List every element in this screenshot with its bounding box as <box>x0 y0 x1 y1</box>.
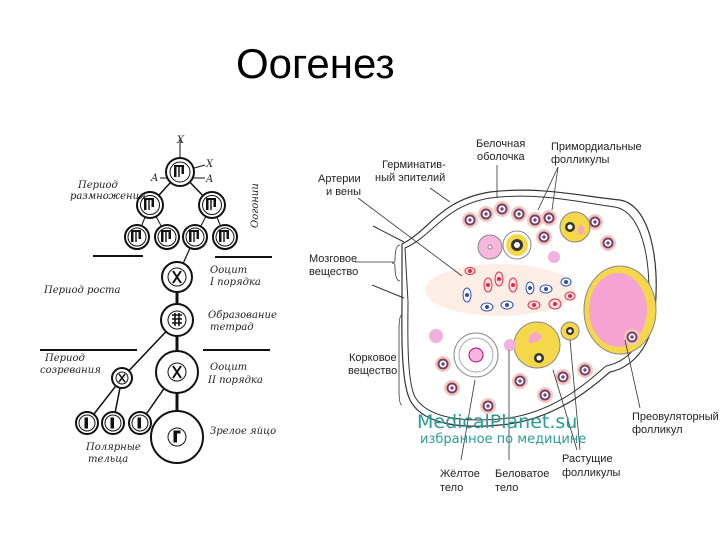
label-period-growth: Период роста <box>43 285 121 296</box>
label-preovulatory-1: Преовуляторный <box>632 411 719 423</box>
label-period-reproduction-2: размножения <box>70 191 146 202</box>
oocyte-cells <box>75 261 204 464</box>
mark-a-right: A <box>205 174 213 185</box>
label-arteries-2: и вены <box>326 186 361 198</box>
slide-title: Оогенез <box>236 40 395 87</box>
leader-lines <box>355 165 641 461</box>
ovary <box>355 165 657 461</box>
label-polar-2: тельца <box>88 454 128 465</box>
left-labels: X X A A Период размножения Оогонии Перио… <box>40 135 277 465</box>
label-oocyte1-2: I порядка <box>209 277 261 288</box>
watermark-tagline: избранное по медицине <box>420 432 586 447</box>
corpus-albicans <box>429 251 560 351</box>
label-tunica-2: оболочка <box>477 151 525 163</box>
corpus-luteum <box>453 332 499 378</box>
label-oocyte1-1: Ооцит <box>210 265 247 276</box>
label-primordial-2: фолликулы <box>551 154 610 166</box>
label-germinal-2: ный эпителий <box>375 172 445 184</box>
label-growing-1: Растущие <box>562 453 613 465</box>
label-cortex-2: вещество <box>348 365 397 377</box>
label-tunica-1: Белочная <box>476 138 525 150</box>
mark-a-left: A <box>150 173 158 184</box>
label-medulla-2: вещество <box>309 266 358 278</box>
preovulatory-follicle <box>583 265 657 355</box>
label-arteries-1: Артерии <box>318 173 361 185</box>
label-preovulatory-2: фолликул <box>632 424 683 436</box>
label-corpus-luteum-2: тело <box>440 482 463 494</box>
label-tetrad-1: Образование <box>208 310 277 321</box>
label-medulla-1: Мозговое <box>309 253 357 265</box>
label-corpus-albicans-1: Беловатое <box>495 468 549 480</box>
label-germinal-1: Герминатив- <box>382 159 446 171</box>
label-growing-2: фолликулы <box>562 467 621 479</box>
label-tetrad-2: тетрад <box>210 322 254 333</box>
label-cortex-1: Корковое <box>349 352 397 364</box>
label-maturation-1: Период <box>44 353 85 364</box>
mark-x-right: X <box>205 159 214 170</box>
mark-x-top: X <box>176 135 185 146</box>
label-maturation-2: созревания <box>40 365 101 376</box>
label-primordial-1: Примордиальные <box>551 141 642 153</box>
right-labels: Белочная оболочка Примордиальные фоллику… <box>309 138 719 494</box>
label-polar-1: Полярные <box>85 442 141 453</box>
label-corpus-albicans-2: тело <box>495 482 518 494</box>
oogonia-cells <box>124 157 238 250</box>
label-oocyte2-2: II порядка <box>207 375 263 386</box>
label-corpus-luteum-1: Жёлтое <box>440 468 480 480</box>
label-oogonia: Оогонии <box>250 183 261 228</box>
label-period-reproduction-1: Период <box>77 180 118 191</box>
growing-follicles <box>477 211 591 369</box>
label-oocyte2-1: Ооцит <box>210 362 247 373</box>
watermark-site: MedicalPlanet.su <box>417 411 577 433</box>
label-mature-egg: Зрелое яйцо <box>210 426 276 437</box>
blood-vessels <box>462 267 576 312</box>
